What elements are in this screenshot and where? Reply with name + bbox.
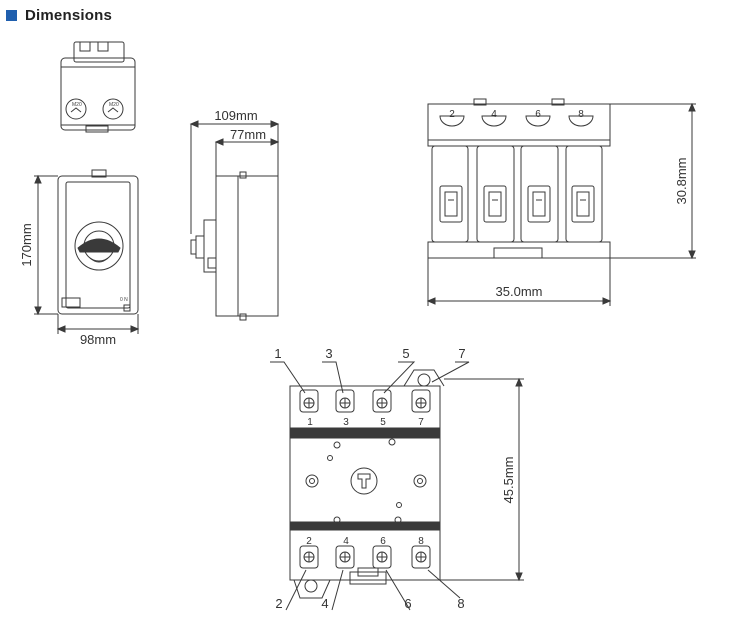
- switch-height-label: 30.8mm: [674, 158, 689, 205]
- top-screw-terminals: [299, 389, 431, 413]
- rotary-knob-icon: [74, 221, 124, 271]
- top-terminal-3: 3: [343, 417, 349, 428]
- switch-top-terminal-8: 8: [578, 109, 584, 120]
- svg-text:M20: M20: [72, 102, 82, 108]
- bottom-callout-6: 6: [404, 596, 411, 611]
- cable-gland-left-icon: [65, 98, 87, 120]
- depth-body-label: 77mm: [230, 127, 266, 142]
- bottom-callout-2: 2: [275, 596, 282, 611]
- dim-switch-width: [426, 258, 612, 306]
- section-header: Dimensions: [6, 4, 112, 26]
- dim-depth-109: [189, 120, 280, 234]
- top-callout-7: 7: [458, 346, 465, 361]
- width-label: 98mm: [80, 332, 116, 347]
- enclosure-front-view: 0 N: [57, 169, 139, 315]
- enclosure-top-view: M20 M20: [60, 41, 136, 133]
- bottom-terminal-4: 4: [343, 536, 349, 547]
- switch-width-label: 35.0mm: [496, 284, 543, 299]
- top-terminal-7: 7: [418, 417, 424, 428]
- switch-side-view: [427, 98, 611, 259]
- top-callout-leaders: [270, 361, 470, 394]
- switch-length-label: 45.5mm: [501, 457, 516, 504]
- dim-height-170: [34, 174, 58, 316]
- switch-top-terminal-2: 2: [449, 109, 455, 120]
- bottom-callout-4: 4: [321, 596, 328, 611]
- switch-top-terminal-4: 4: [491, 109, 497, 120]
- dim-width-98: [56, 314, 140, 334]
- cable-gland-right-icon: [102, 98, 124, 120]
- height-label: 170mm: [19, 223, 34, 266]
- bottom-terminal-8: 8: [418, 536, 424, 547]
- top-terminal-1: 1: [307, 417, 313, 428]
- top-terminal-5: 5: [380, 417, 386, 428]
- bottom-callout-8: 8: [457, 596, 464, 611]
- dim-depth-77: [214, 138, 280, 176]
- svg-text:0 N: 0 N: [120, 297, 128, 303]
- section-title: Dimensions: [25, 6, 113, 24]
- bottom-screw-terminals: [299, 545, 431, 569]
- dim-switch-height: [610, 102, 696, 260]
- bottom-terminal-2: 2: [306, 536, 312, 547]
- top-callout-5: 5: [402, 346, 409, 361]
- bottom-callout-leaders: [285, 569, 461, 611]
- svg-text:M20: M20: [109, 102, 119, 108]
- bottom-terminal-6: 6: [380, 536, 386, 547]
- header-square-icon: [6, 9, 17, 21]
- shaft-icon: [350, 467, 378, 495]
- depth-total-label: 109mm: [214, 108, 257, 123]
- dim-switch-length: [440, 377, 524, 582]
- switch-top-terminal-6: 6: [535, 109, 541, 120]
- top-callout-1: 1: [274, 346, 281, 361]
- top-callout-3: 3: [325, 346, 332, 361]
- enclosure-side-view: [190, 171, 279, 321]
- switch-bottom-view: [289, 369, 445, 599]
